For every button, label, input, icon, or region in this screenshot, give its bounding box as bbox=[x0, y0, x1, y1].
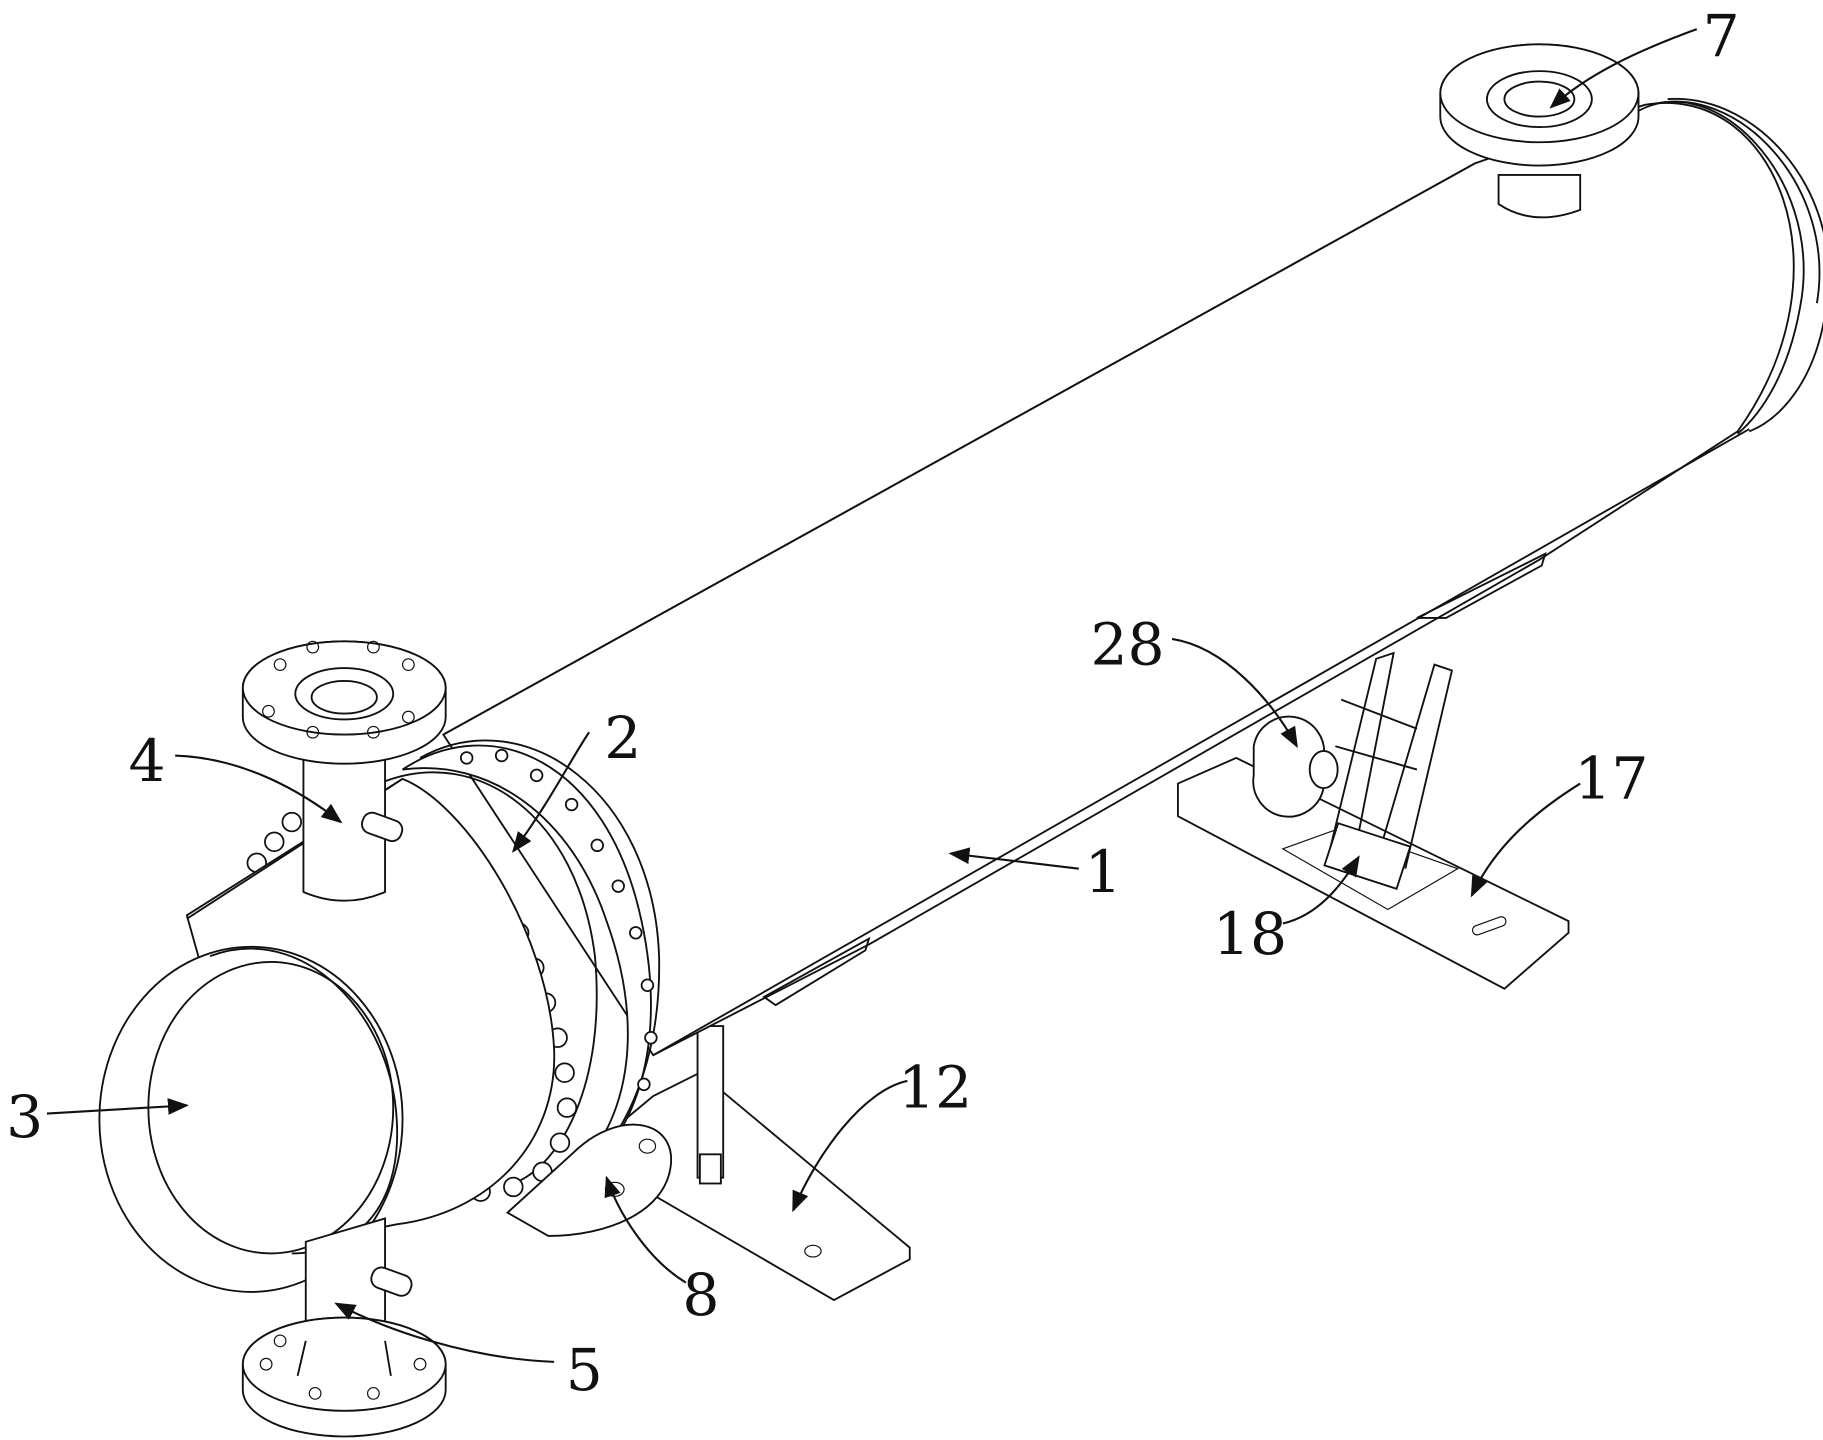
label-28: 28 bbox=[1090, 611, 1164, 679]
label-3: 3 bbox=[6, 1083, 43, 1151]
label-17: 17 bbox=[1574, 745, 1648, 813]
label-18: 18 bbox=[1213, 900, 1287, 968]
label-12: 12 bbox=[898, 1054, 972, 1122]
label-2: 2 bbox=[604, 704, 641, 772]
shell-1 bbox=[443, 99, 1823, 1055]
label-8: 8 bbox=[682, 1261, 719, 1329]
label-4: 4 bbox=[129, 727, 166, 795]
label-5: 5 bbox=[566, 1336, 603, 1404]
label-1: 1 bbox=[1085, 838, 1122, 906]
label-7: 7 bbox=[1703, 2, 1740, 70]
